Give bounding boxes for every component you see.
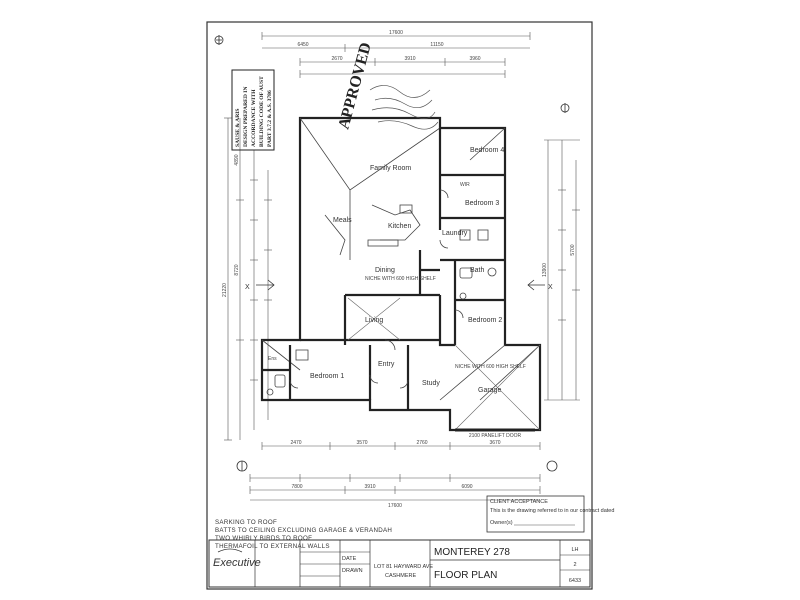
room-dining: Dining — [375, 267, 395, 274]
date-label: DATE — [342, 556, 357, 562]
room-wir: WIR — [460, 182, 470, 188]
section-marker-right: X — [527, 279, 553, 291]
note-1: SARKING TO ROOF — [215, 519, 277, 526]
company-logo: Executive — [213, 557, 261, 569]
svg-text:DESIGN PREPARED IN: DESIGN PREPARED IN — [243, 86, 249, 147]
note-3: TWO WHIRLY BIRDS TO ROOF — [215, 535, 312, 542]
design-name: MONTEREY 278 — [434, 547, 510, 558]
handwritten-scribble — [369, 85, 439, 130]
dim-bottom-1: 2470 — [290, 440, 301, 446]
title-block: Executive DATE DRAWN LOT 81 HAYWARD AVE … — [208, 539, 591, 588]
room-meals: Meals — [333, 217, 352, 224]
living-cross — [347, 297, 401, 341]
room-bedroom2: Bedroom 2 — [468, 317, 502, 324]
grid-marker-right-icon — [546, 460, 558, 472]
niche-note: NICHE WITH 600 HIGH SHELF — [365, 276, 436, 282]
sheet-border — [206, 21, 593, 590]
room-bath: Bath — [470, 267, 485, 274]
acceptance-text: This is the drawing referred to in our c… — [490, 508, 614, 514]
dim-bottom-overall: 17600 — [388, 503, 402, 509]
dim-bottom-c: 6090 — [461, 484, 472, 490]
grid-marker-icon — [236, 460, 248, 472]
right-dimensions: 13900 5700 — [542, 139, 580, 401]
svg-text:BUILDING CODE OF AUST: BUILDING CODE OF AUST — [259, 76, 265, 147]
top-dimensions: 17600 6450 11150 2670 3910 3960 — [261, 30, 531, 78]
wet-area-fixtures — [266, 229, 497, 396]
niche-garage-note: NICHE WITH 600 HIGH SHELF — [455, 364, 526, 370]
drawn-label: DRAWN — [342, 568, 363, 574]
kitchen-fixtures — [324, 204, 421, 256]
dim-bottom-3: 2760 — [416, 440, 427, 446]
room-kitchen: Kitchen — [388, 223, 411, 230]
acceptance-label: CLIENT ACCEPTANCE — [490, 499, 548, 505]
dim-right-overall: 13900 — [542, 263, 548, 277]
garage-door-label: 2100 PANELIFT DOOR — [469, 433, 522, 439]
room-family-room: Family Room — [370, 165, 411, 172]
dim-left-a: 4890 — [234, 154, 240, 165]
dim-bottom-2: 3570 — [356, 440, 367, 446]
suburb: CASHMERE — [385, 573, 417, 579]
svg-text:X: X — [245, 284, 250, 291]
job-number: 6433 — [569, 578, 581, 584]
room-study: Study — [422, 380, 440, 387]
north-arrow-icon — [214, 35, 224, 45]
dim-left-overall: 21220 — [222, 283, 228, 297]
room-garage: Garage — [478, 387, 501, 394]
sheet-number: 2 — [573, 562, 576, 568]
dim-top-1: 2670 — [331, 56, 342, 62]
drawing-title: FLOOR PLAN — [434, 570, 497, 581]
dim-top-a: 6450 — [297, 42, 308, 48]
council-stamp: SAUSE & ARIS DESIGN PREPARED IN ACCORDAN… — [231, 69, 275, 151]
dim-left-b: 8720 — [234, 264, 240, 275]
svg-text:X: X — [548, 284, 553, 291]
note-2: BATTS TO CEILING EXCLUDING GARAGE & VERA… — [215, 527, 392, 534]
north-arrow-right-icon — [560, 103, 570, 113]
svg-text:PART 3.7.2 & A.S. 3786: PART 3.7.2 & A.S. 3786 — [267, 90, 273, 147]
garage-hatch — [454, 344, 541, 431]
owner-label: Owner(s) — [490, 520, 513, 526]
hand-indicator: LH — [571, 547, 578, 553]
dim-top-overall: 17600 — [389, 30, 403, 36]
dim-bottom-4: 3670 — [489, 440, 500, 446]
dim-bottom-b: 3910 — [364, 484, 375, 490]
room-ens: Ens — [268, 356, 277, 362]
note-4: THERMAFOIL TO EXTERNAL WALLS — [215, 543, 330, 550]
room-bedroom1: Bedroom 1 — [310, 373, 344, 380]
svg-text:SAUSE & ARIS: SAUSE & ARIS — [235, 108, 241, 147]
room-laundry: Laundry — [442, 230, 468, 237]
left-dimensions: 21220 4890 8720 — [222, 117, 272, 441]
section-marker-left: X — [245, 279, 275, 291]
client-acceptance-box: CLIENT ACCEPTANCE This is the drawing re… — [486, 495, 614, 533]
room-bedroom4: Bedroom 4 — [470, 147, 504, 154]
construction-notes: SARKING TO ROOF BATTS TO CEILING EXCLUDI… — [215, 519, 392, 550]
door-swings — [289, 189, 464, 389]
room-living: Living — [365, 317, 383, 324]
dim-top-3: 3960 — [469, 56, 480, 62]
room-bedroom3: Bedroom 3 — [465, 200, 499, 207]
lot-address: LOT 81 HAYWARD AVE — [374, 564, 433, 570]
dim-top-b: 11150 — [430, 42, 443, 48]
dim-top-2: 3910 — [404, 56, 415, 62]
dim-right-a: 5700 — [570, 244, 576, 255]
bottom-dimensions: 2470 3570 2760 3670 7800 3910 6090 17600 — [249, 440, 541, 509]
logo-swoosh-icon — [217, 548, 243, 553]
room-entry: Entry — [378, 361, 395, 368]
floor-plan-walls — [260, 116, 542, 432]
dim-bottom-a: 7800 — [291, 484, 302, 490]
svg-text:ACCORDANCE WITH: ACCORDANCE WITH — [251, 89, 257, 147]
